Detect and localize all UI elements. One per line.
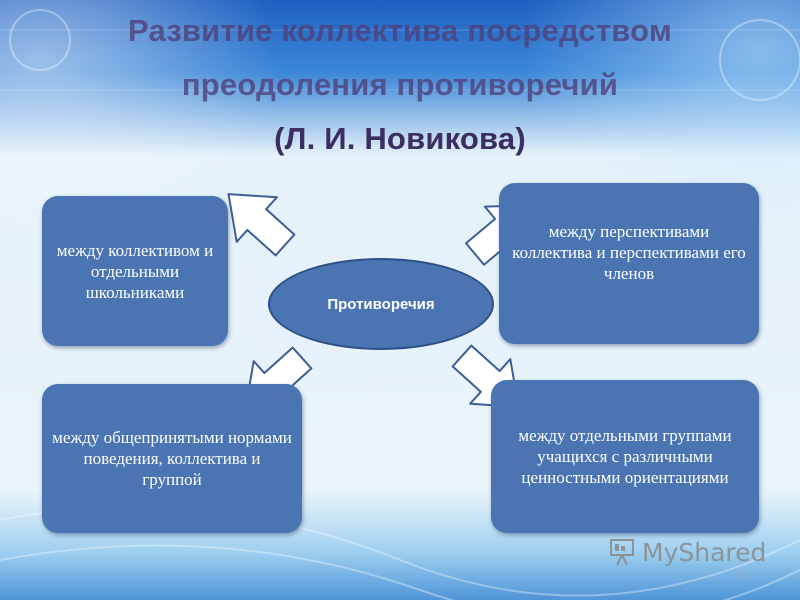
myshared-logo-icon: [610, 539, 634, 566]
page-number: 30: [734, 568, 748, 582]
title-line-3: (Л. И. Новикова): [274, 121, 526, 156]
title-line-2: преодоления противоречий: [181, 67, 619, 102]
box-text: между перспективами коллектива и перспек…: [512, 222, 746, 283]
contradiction-box-bottom-left: между общепринятыми нормами поведения, к…: [42, 384, 302, 533]
box-text: между отдельными группами учащихся с раз…: [518, 426, 732, 487]
watermark-text: MyShared: [642, 537, 767, 567]
title-line-1: Развитие коллектива посредством: [128, 13, 672, 48]
slide-title: Развитие коллектива посредством преодоле…: [40, 4, 760, 166]
contradiction-box-bottom-right: между отдельными группами учащихся с раз…: [491, 380, 759, 533]
box-text: между коллективом и отдельными школьника…: [56, 240, 214, 302]
watermark: MyShared: [608, 537, 766, 567]
center-label: Противоречия: [327, 295, 435, 313]
arrow-up-left-icon: [227, 193, 296, 257]
contradiction-box-top-right: между перспективами коллектива и перспек…: [499, 183, 759, 344]
contradiction-box-top-left: между коллективом и отдельными школьника…: [42, 196, 228, 346]
box-text: между общепринятыми нормами поведения, к…: [52, 428, 292, 489]
center-ellipse: Противоречия: [268, 258, 494, 350]
